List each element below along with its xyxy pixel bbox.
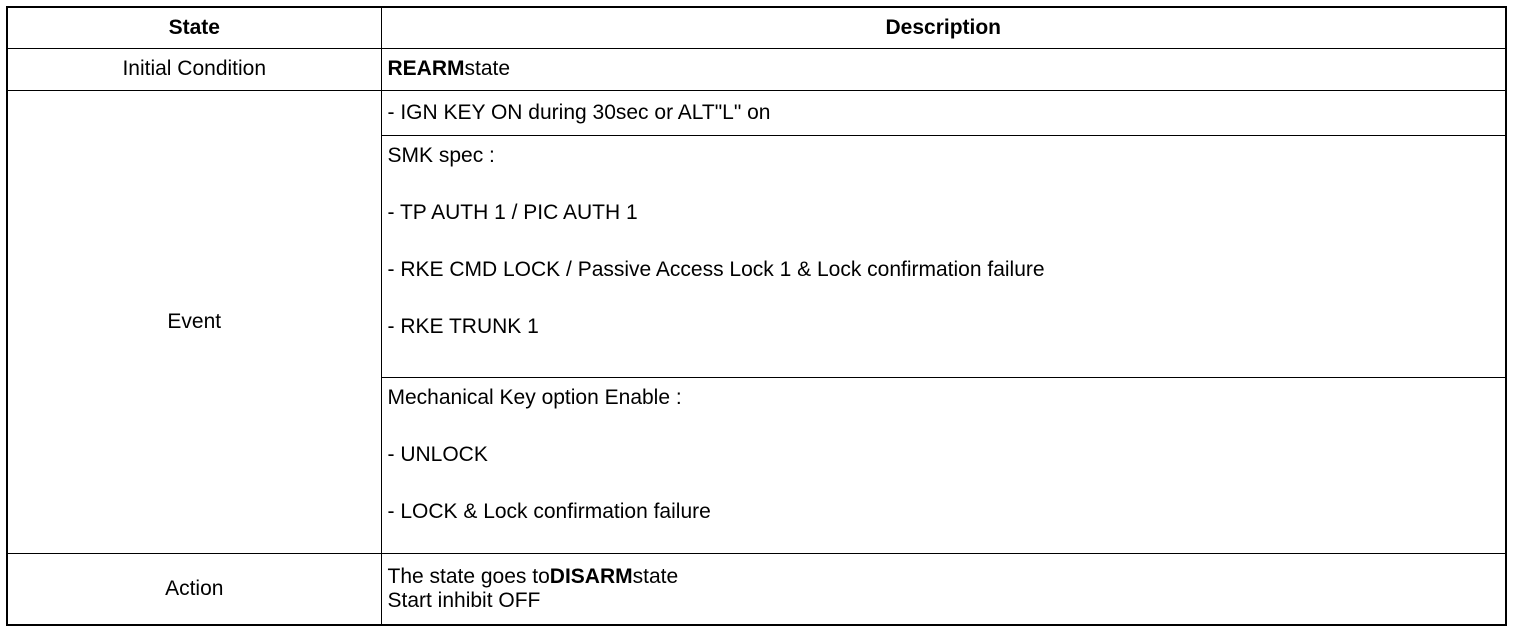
- rearm-state-name: REARM: [387, 57, 465, 81]
- initial-condition-description: REARMstate: [380, 47, 1507, 92]
- smk-item-tp-auth: - TP AUTH 1 / PIC AUTH 1: [387, 200, 638, 224]
- action-description: The state goes toDISARMstate Start inhib…: [380, 552, 1507, 626]
- initial-condition-label: Initial Condition: [6, 47, 382, 92]
- action-line-start-inhibit: Start inhibit OFF: [387, 588, 541, 612]
- event-ign-line: - IGN KEY ON during 30sec or ALT"L" on: [387, 100, 771, 124]
- mechanical-key-title: Mechanical Key option Enable :: [387, 386, 682, 410]
- action-row: Action The state goes toDISARMstate Star…: [6, 552, 1507, 626]
- event-smk-description: SMK spec : - TP AUTH 1 / PIC AUTH 1 - RK…: [380, 134, 1507, 379]
- state-description-table: State Description Initial Condition REAR…: [6, 6, 1507, 626]
- action-line-state-change: The state goes toDISARMstate: [388, 565, 1500, 589]
- event-row-ign: Event - IGN KEY ON during 30sec or ALT"L…: [6, 90, 1507, 554]
- header-description: Description: [380, 6, 1507, 49]
- mechanical-key-item-unlock: - UNLOCK: [387, 443, 488, 467]
- event-ign-description: - IGN KEY ON during 30sec or ALT"L" on: [380, 90, 1507, 136]
- smk-item-rke-trunk: - RKE TRUNK 1: [387, 314, 539, 338]
- smk-item-rke-lock: - RKE CMD LOCK / Passive Access Lock 1 &…: [387, 257, 1045, 281]
- action-line-suffix: state: [632, 564, 679, 588]
- header-state: State: [6, 6, 382, 49]
- event-label: Event: [6, 90, 382, 554]
- smk-spec-title: SMK spec :: [387, 143, 495, 167]
- event-row-smk: SMK spec : - TP AUTH 1 / PIC AUTH 1 - RK…: [7, 134, 1507, 379]
- event-mechanical-key-description: Mechanical Key option Enable : - UNLOCK …: [380, 377, 1507, 554]
- action-label: Action: [6, 552, 382, 626]
- initial-condition-row: Initial Condition REARMstate: [6, 47, 1507, 92]
- action-line-prefix: The state goes to: [387, 564, 550, 588]
- initial-condition-suffix: state: [464, 57, 511, 81]
- header-row: State Description: [6, 6, 1507, 49]
- mechanical-key-item-lock: - LOCK & Lock confirmation failure: [387, 500, 711, 524]
- disarm-state-name: DISARM: [549, 564, 633, 588]
- event-row-mechanical-key: Mechanical Key option Enable : - UNLOCK …: [7, 377, 1507, 554]
